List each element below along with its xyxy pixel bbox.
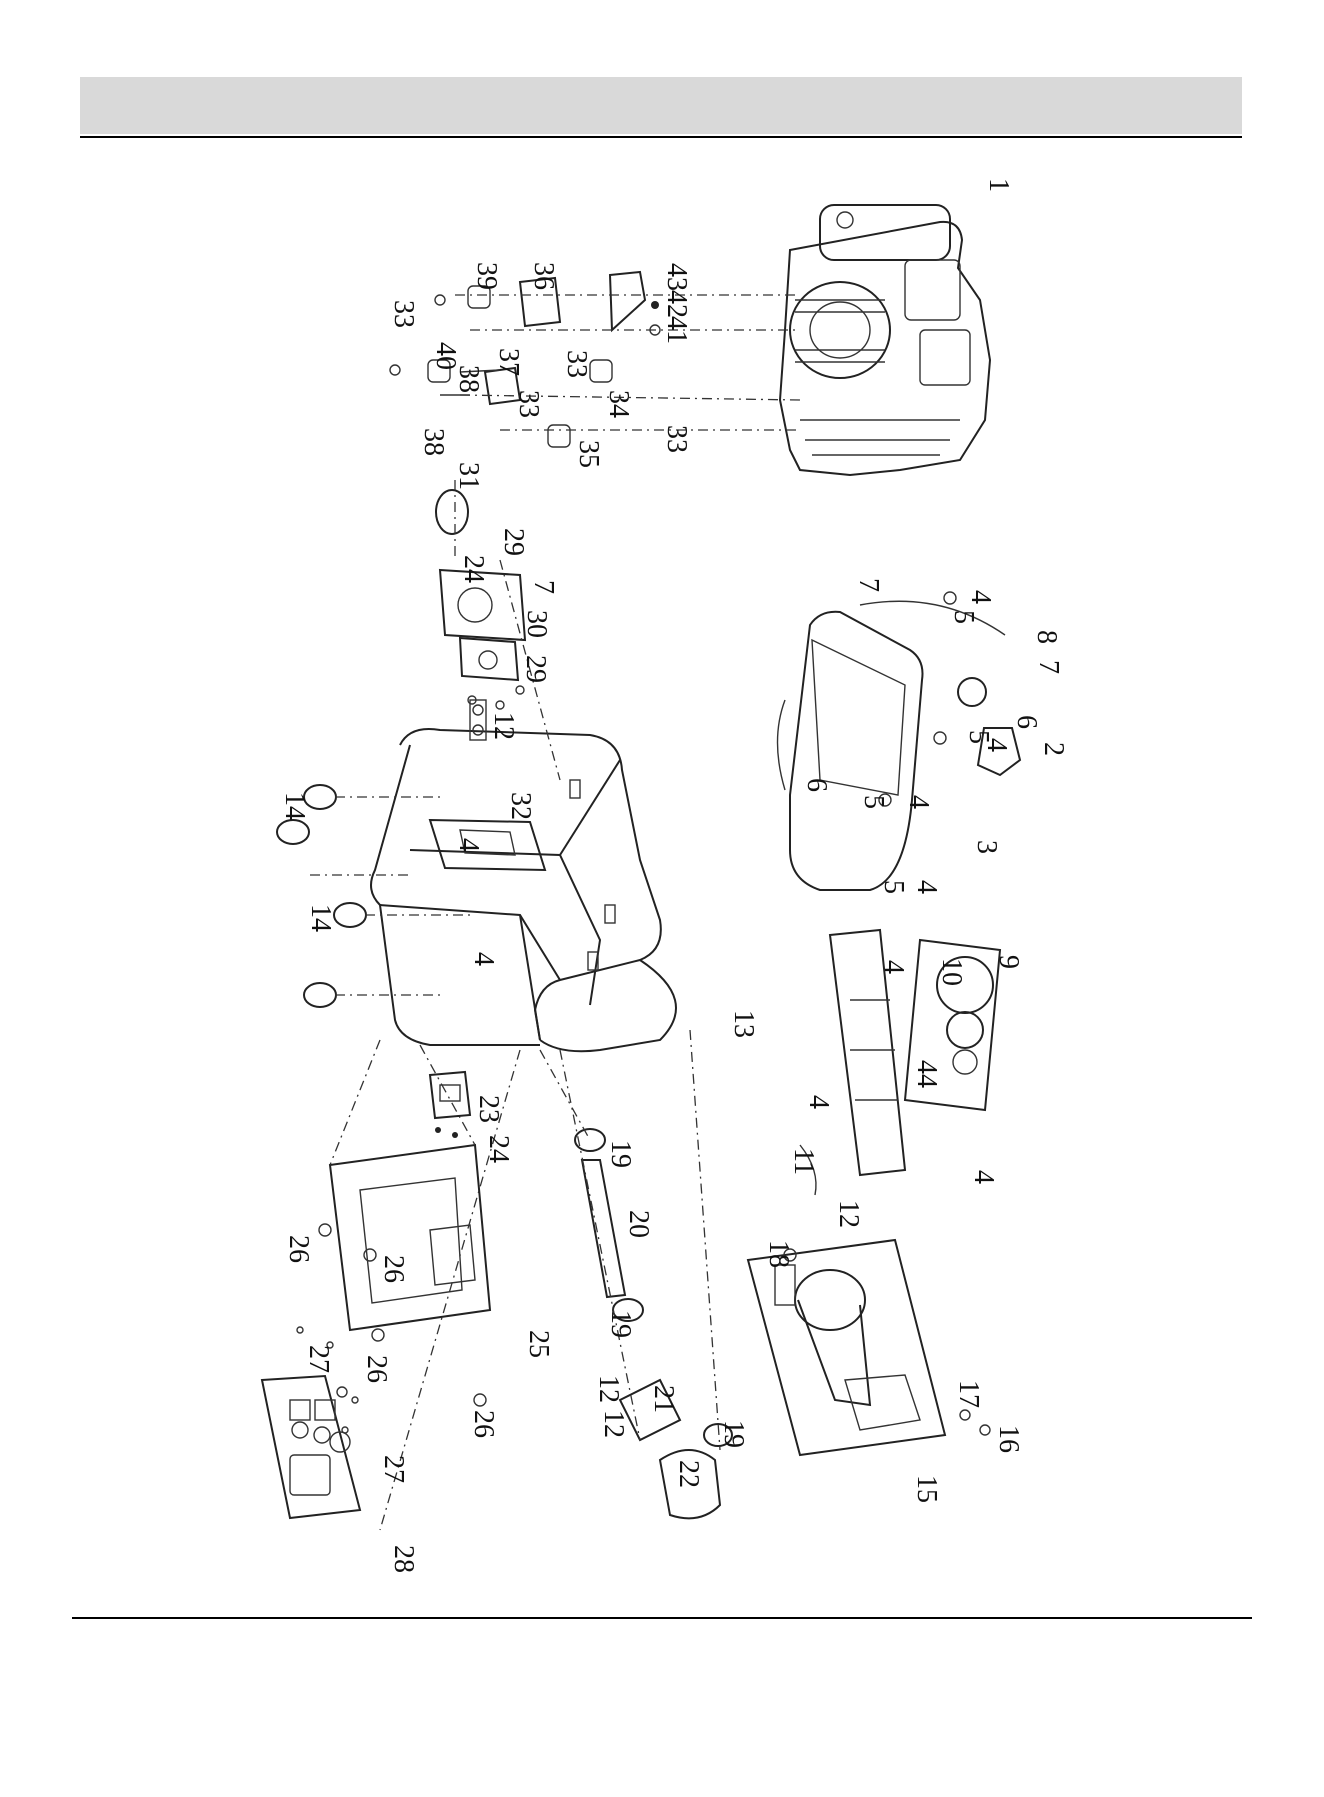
part-callout-34: 34 xyxy=(603,390,634,418)
part-callout-29: 29 xyxy=(520,655,551,683)
part-callout-4: 4 xyxy=(911,880,942,894)
part-callout-33: 33 xyxy=(561,350,592,378)
outlet-panel xyxy=(262,1376,360,1518)
part-callout-4: 4 xyxy=(903,795,934,809)
part-callout-39: 39 xyxy=(471,262,502,290)
part-callout-28: 28 xyxy=(388,1545,419,1573)
muffler xyxy=(748,1240,990,1455)
part-callout-4: 4 xyxy=(965,590,996,604)
part-callout-4: 4 xyxy=(878,960,909,974)
part-callout-37: 37 xyxy=(493,348,524,376)
part-callout-19: 19 xyxy=(718,1420,749,1448)
part-callout-42: 42 xyxy=(661,290,692,318)
part-callout-7: 7 xyxy=(528,580,559,594)
part-callout-44: 44 xyxy=(911,1060,942,1088)
part-callout-6: 6 xyxy=(1011,715,1042,729)
part-callout-33: 33 xyxy=(661,425,692,453)
part-callout-9: 9 xyxy=(993,955,1024,969)
part-callout-41: 41 xyxy=(661,316,692,344)
part-callout-4: 4 xyxy=(981,738,1012,752)
part-callout-20: 20 xyxy=(623,1210,654,1238)
part-callout-4: 4 xyxy=(468,952,499,966)
part-callout-19: 19 xyxy=(605,1310,636,1338)
part-callout-21: 21 xyxy=(648,1385,679,1413)
side-panel-bracket xyxy=(297,1040,490,1433)
part-callout-15: 15 xyxy=(911,1475,942,1503)
part-callout-4: 4 xyxy=(803,1095,834,1109)
part-callout-27: 27 xyxy=(303,1345,334,1373)
part-callout-23: 23 xyxy=(473,1095,504,1123)
part-callout-38: 38 xyxy=(453,365,484,393)
part-callout-31: 31 xyxy=(453,462,484,490)
switch-box xyxy=(430,1072,470,1138)
part-callout-36: 36 xyxy=(528,262,559,290)
part-callout-6: 6 xyxy=(801,778,832,792)
part-callout-12: 12 xyxy=(598,1410,629,1438)
part-callout-33: 33 xyxy=(513,390,544,418)
frame xyxy=(371,700,676,1051)
part-callout-32: 32 xyxy=(505,792,536,820)
engine xyxy=(780,205,990,475)
part-callout-27: 27 xyxy=(378,1455,409,1483)
part-callout-33: 33 xyxy=(388,300,419,328)
flange-gasket xyxy=(436,490,525,709)
part-callout-12: 12 xyxy=(593,1375,624,1403)
part-callout-43: 43 xyxy=(661,263,692,291)
part-callout-14: 14 xyxy=(279,792,310,820)
part-callout-11: 11 xyxy=(788,1148,819,1175)
part-callout-7: 7 xyxy=(853,578,884,592)
part-callout-5: 5 xyxy=(948,610,979,624)
part-callout-2: 2 xyxy=(1038,742,1069,756)
part-callout-12: 12 xyxy=(488,712,519,740)
part-callout-35: 35 xyxy=(573,440,604,468)
part-callout-26: 26 xyxy=(361,1355,392,1383)
part-callout-19: 19 xyxy=(605,1140,636,1168)
part-callout-13: 13 xyxy=(728,1010,759,1038)
part-callout-4: 4 xyxy=(453,838,484,852)
part-callout-26: 26 xyxy=(468,1410,499,1438)
part-callout-26: 26 xyxy=(378,1255,409,1283)
part-callout-22: 22 xyxy=(673,1460,704,1488)
part-callout-4: 4 xyxy=(968,1170,999,1184)
part-callout-29: 29 xyxy=(498,528,529,556)
part-callout-30: 30 xyxy=(521,610,552,638)
part-callout-14: 14 xyxy=(305,904,336,932)
part-callout-3: 3 xyxy=(971,840,1002,854)
air-intake xyxy=(540,1050,732,1518)
part-callout-38: 38 xyxy=(418,428,449,456)
part-callout-12: 12 xyxy=(833,1200,864,1228)
part-callout-1: 1 xyxy=(983,178,1014,192)
part-callout-24: 24 xyxy=(458,555,489,583)
part-callout-18: 18 xyxy=(763,1240,794,1268)
part-callout-16: 16 xyxy=(993,1425,1024,1453)
part-callout-24: 24 xyxy=(483,1135,514,1163)
part-callout-26: 26 xyxy=(283,1235,314,1263)
part-callout-17: 17 xyxy=(953,1380,984,1408)
part-callout-7: 7 xyxy=(1033,660,1064,674)
part-callout-5: 5 xyxy=(878,880,909,894)
part-callout-8: 8 xyxy=(1031,630,1062,644)
part-callout-25: 25 xyxy=(523,1330,554,1358)
part-callout-5: 5 xyxy=(858,795,889,809)
part-callout-10: 10 xyxy=(936,958,967,986)
